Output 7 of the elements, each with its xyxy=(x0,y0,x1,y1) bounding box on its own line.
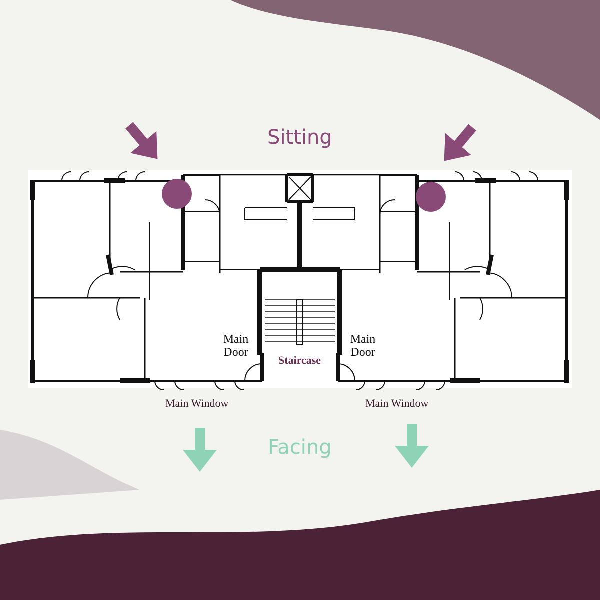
heading: Sitting xyxy=(268,126,332,148)
window-label: Main Window xyxy=(366,398,429,410)
heading: Facing xyxy=(268,436,332,458)
room-label: Main Door xyxy=(349,333,377,360)
room-label: Main Door xyxy=(222,333,250,360)
room-label: Staircase xyxy=(278,355,322,368)
window-label: Main Window xyxy=(166,398,229,410)
